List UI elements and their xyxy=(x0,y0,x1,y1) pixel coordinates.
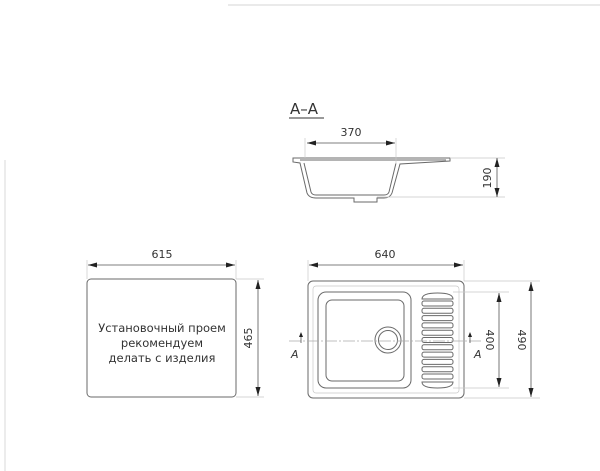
sink-profile xyxy=(292,157,451,203)
drain-outer xyxy=(374,326,402,354)
arrow-icon xyxy=(468,332,472,337)
drainer-rib xyxy=(421,315,454,322)
note-line-3: делать с изделия xyxy=(109,351,216,365)
drainer-rib xyxy=(421,307,454,314)
sink-outer-edge xyxy=(307,280,465,399)
drainer-rib xyxy=(421,351,454,358)
cutout-view: 615 465 Установочный проем рекомендуем д… xyxy=(86,248,264,398)
dim-label-370: 370 xyxy=(341,126,362,139)
arrow-icon xyxy=(255,280,261,289)
drainer-cap-bottom xyxy=(421,381,454,389)
arrow-icon xyxy=(454,262,463,268)
arrow-icon xyxy=(255,387,261,396)
drainer-ribs xyxy=(421,292,454,389)
arrow-icon xyxy=(386,140,395,146)
drain-inner xyxy=(378,330,398,350)
arrow-icon xyxy=(309,262,318,268)
dim-label-615: 615 xyxy=(152,248,173,261)
dim-label-640: 640 xyxy=(375,248,396,261)
arrow-icon xyxy=(494,158,500,167)
drainer-rib xyxy=(421,300,454,307)
bowl-inner xyxy=(325,299,405,382)
arrow-icon xyxy=(496,293,502,302)
note-line-1: Установочный проем xyxy=(98,321,226,335)
section-marker-left: A xyxy=(290,348,299,361)
arrow-icon xyxy=(88,262,97,268)
section-marker-right: A xyxy=(473,348,482,361)
drainer-rib xyxy=(421,373,454,380)
arrow-icon xyxy=(494,188,500,197)
section-view: A–A 370 190 xyxy=(289,100,505,203)
drainer-rib xyxy=(421,344,454,351)
dim-label-490: 490 xyxy=(515,330,528,351)
bowl-outer xyxy=(317,291,412,389)
dim-label-190: 190 xyxy=(481,168,494,189)
dim-label-465: 465 xyxy=(242,328,255,349)
drainer-rib xyxy=(421,329,454,336)
drainer-rib xyxy=(421,322,454,329)
drainer-rib xyxy=(421,366,454,373)
section-title: A–A xyxy=(290,100,319,118)
arrow-icon xyxy=(226,262,235,268)
note-line-2: рекомендуем xyxy=(121,336,203,350)
arrow-icon xyxy=(307,140,316,146)
arrow-icon xyxy=(496,378,502,387)
cutout-outline xyxy=(86,278,237,398)
drainer-rib xyxy=(421,358,454,365)
drainer-rib xyxy=(421,337,454,343)
arrow-icon xyxy=(528,282,534,291)
sink-rim xyxy=(312,285,460,394)
arrow-icon xyxy=(528,388,534,397)
drainer-cap-top xyxy=(421,292,454,300)
sink-profile-inner xyxy=(300,159,446,196)
dim-label-400: 400 xyxy=(483,330,496,351)
arrow-icon xyxy=(299,332,303,337)
plan-view: A A 640 400 490 xyxy=(289,248,540,399)
